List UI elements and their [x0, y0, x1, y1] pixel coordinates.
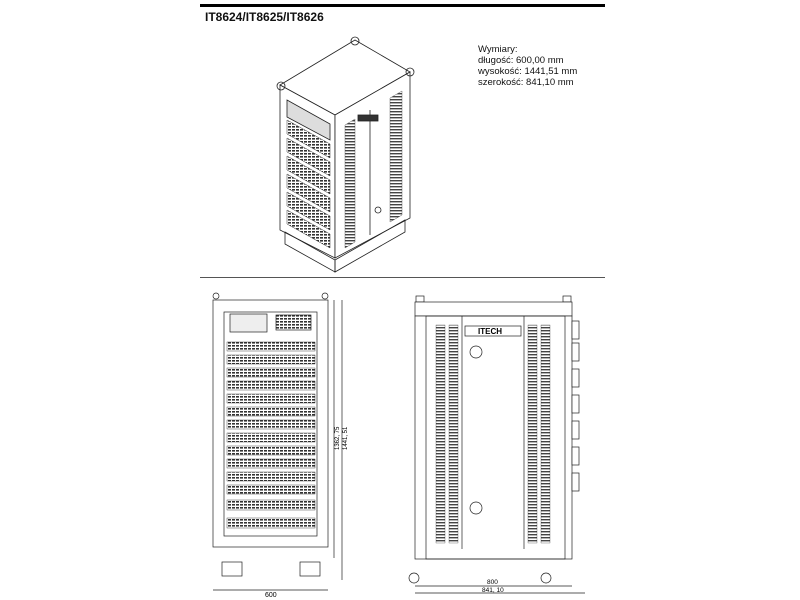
side-inner-depth-label: 800 — [487, 579, 498, 586]
side-view-drawing — [408, 295, 585, 594]
front-inner-height-label: 1362, 75 — [335, 426, 341, 450]
side-logo: ITECH — [478, 327, 502, 336]
side-depth-label: 841, 10 — [482, 587, 504, 594]
dimension-height: wysokość: 1441,51 mm — [478, 66, 578, 77]
front-view-drawing — [212, 292, 343, 591]
front-width-label: 600 — [265, 592, 277, 599]
isometric-cabinet-drawing — [276, 36, 415, 273]
front-height-label: 1441, 51 — [343, 426, 349, 450]
dimensions-heading: Wymiary: — [478, 44, 518, 55]
dimension-width: szerokość: 841,10 mm — [478, 77, 574, 88]
document-title: IT8624/IT8625/IT8626 — [205, 10, 324, 24]
top-rule — [200, 4, 605, 7]
section-divider — [200, 277, 605, 278]
dimensions-block: Wymiary: długość: 600,00 mm wysokość: 14… — [478, 44, 577, 88]
dimension-length: długość: 600,00 mm — [478, 55, 564, 66]
